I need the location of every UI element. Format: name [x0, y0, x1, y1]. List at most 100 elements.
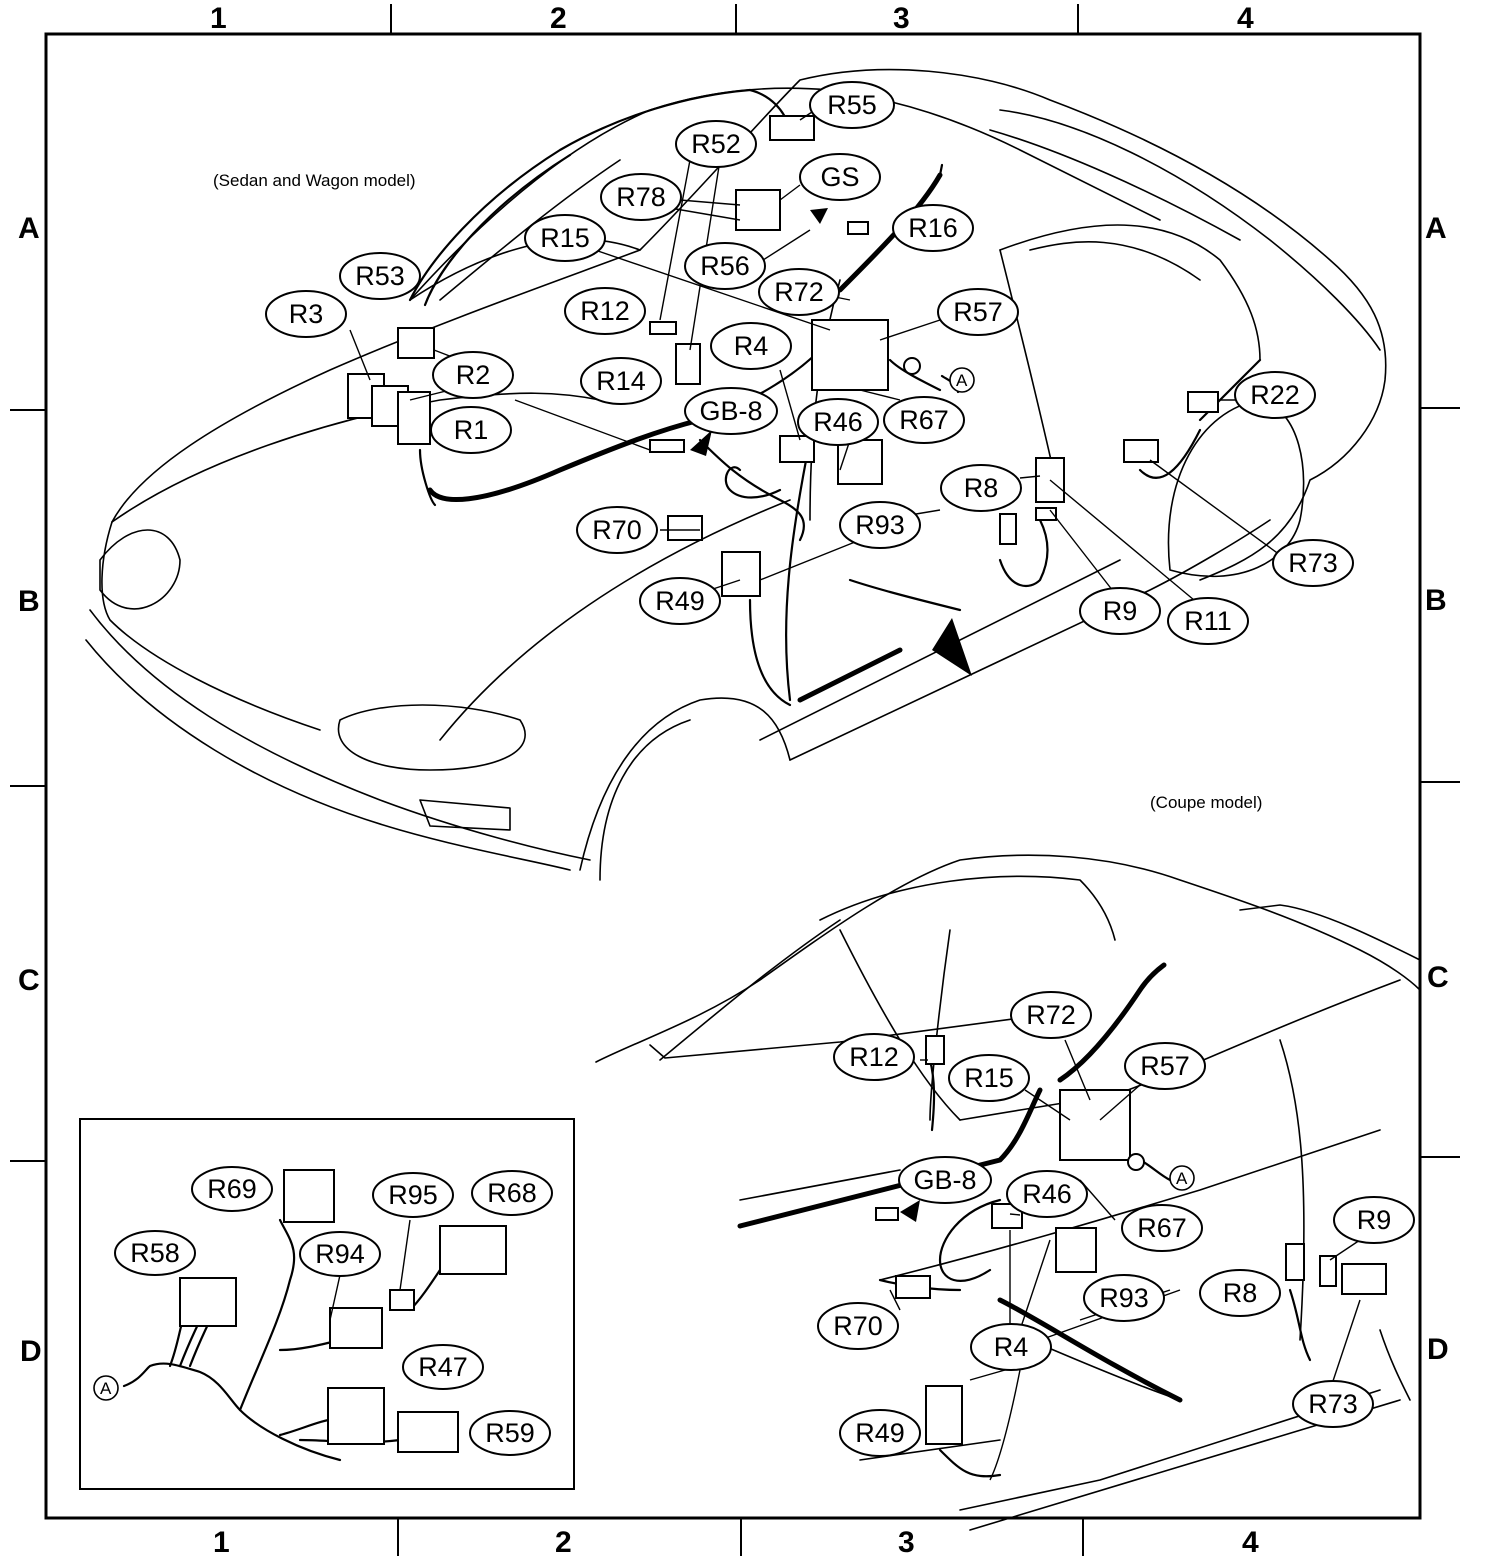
label-bubble-r78: R78	[600, 173, 682, 221]
grid-row-label: A	[18, 212, 40, 245]
ground-marker-a-inset	[93, 1375, 119, 1401]
label-text: R70	[592, 515, 642, 545]
label-text: R93	[1099, 1283, 1149, 1313]
connector-r12	[925, 1035, 945, 1065]
label-text: R4	[994, 1332, 1029, 1362]
label-bubble-r2: R2	[432, 351, 514, 399]
connector-r73	[1341, 1263, 1387, 1295]
label-bubble-r69: R69	[191, 1166, 273, 1212]
label-bubble-r46: R46	[1006, 1170, 1088, 1218]
label-text: R49	[655, 586, 705, 616]
grid-col-label: 1	[213, 1526, 230, 1559]
label-text: R46	[1022, 1179, 1072, 1209]
label-text: R47	[418, 1352, 468, 1382]
label-text: R57	[953, 297, 1003, 327]
connector-r70	[895, 1275, 931, 1299]
label-bubble-r11: R11	[1167, 597, 1249, 645]
connector-r73	[1123, 439, 1159, 463]
grid-col-label: 2	[555, 1526, 572, 1559]
label-bubble-r1: R1	[430, 406, 512, 454]
label-bubble-r9: R9	[1333, 1196, 1415, 1244]
label-bubble-r46: R46	[797, 398, 879, 446]
sedan-leader-lines	[349, 111, 1281, 606]
label-bubble-r12: R12	[833, 1033, 915, 1081]
label-bubble-r8: R8	[940, 464, 1022, 512]
label-text: R49	[855, 1418, 905, 1448]
connector-r9	[999, 513, 1017, 545]
label-bubble-r72: R72	[758, 268, 840, 316]
ground-point	[1127, 1153, 1145, 1171]
grid-row-label: C	[1427, 961, 1449, 994]
label-bubble-r16: R16	[892, 204, 974, 252]
label-bubble-r8: R8	[1199, 1269, 1281, 1317]
ground-arrow-icon	[690, 430, 712, 456]
label-bubble-r93: R93	[839, 501, 921, 549]
label-bubble-r53: R53	[339, 252, 421, 300]
label-text: R58	[130, 1238, 180, 1268]
label-bubble-r4: R4	[710, 322, 792, 370]
label-text: R2	[456, 360, 491, 390]
grid-col-label: 1	[210, 2, 227, 35]
grid-row-label: B	[1425, 584, 1447, 617]
label-bubble-r22: R22	[1234, 371, 1316, 419]
connector-r72	[1059, 1089, 1131, 1161]
label-text: GB-8	[699, 396, 762, 426]
label-text: R8	[964, 473, 999, 503]
label-text: R56	[700, 251, 750, 281]
sedan-harness	[408, 88, 1262, 707]
label-bubble-r49: R49	[839, 1409, 921, 1457]
connector-r22	[1187, 391, 1219, 413]
label-bubble-r47: R47	[402, 1344, 484, 1390]
label-bubble-r70: R70	[576, 506, 658, 554]
connector-r59	[397, 1411, 459, 1453]
label-text: R11	[1184, 606, 1232, 636]
connector-r14	[675, 343, 701, 385]
label-text: R95	[388, 1180, 438, 1210]
grid-row-labels-left: A B C D	[18, 212, 42, 1368]
label-text: R52	[691, 129, 741, 159]
grid-col-label: 3	[898, 1526, 915, 1559]
label-text: R67	[899, 405, 949, 435]
label-bubble-r94: R94	[299, 1231, 381, 1277]
label-text: R14	[596, 366, 646, 396]
connector-r46	[779, 435, 815, 463]
label-text: GS	[820, 162, 859, 192]
label-text: R9	[1103, 596, 1138, 626]
label-bubble-r9: R9	[1079, 587, 1161, 635]
ground-marker-a-coupe: A	[1169, 1165, 1195, 1191]
connector-r67	[1055, 1227, 1097, 1273]
connector-r58	[179, 1277, 237, 1327]
label-text: R16	[908, 213, 958, 243]
connector-r69	[283, 1169, 335, 1223]
label-text: R15	[964, 1063, 1014, 1093]
connector-r1	[397, 391, 431, 445]
connector-r53	[397, 327, 435, 359]
label-text: R70	[833, 1311, 883, 1341]
label-bubble-r95: R95	[372, 1172, 454, 1218]
label-bubble-r55: R55	[809, 81, 895, 129]
label-text: R78	[616, 182, 666, 212]
label-bubble-r56: R56	[684, 242, 766, 290]
connector-r9	[1319, 1255, 1337, 1287]
ground-marker-label: A	[956, 371, 968, 390]
label-text: R73	[1308, 1389, 1358, 1419]
label-bubble-r14: R14	[580, 357, 662, 405]
label-bubble-r15: R15	[948, 1054, 1030, 1102]
label-text: R68	[487, 1178, 537, 1208]
label-bubble-r67: R67	[1121, 1204, 1203, 1252]
label-text: R1	[454, 415, 489, 445]
label-bubble-r59: R59	[469, 1410, 551, 1456]
label-text: R15	[540, 223, 590, 253]
grid-column-labels-top: 1 2 3 4	[210, 2, 1254, 35]
label-text: R9	[1357, 1205, 1392, 1235]
connector-r67	[837, 439, 883, 485]
coupe-connectors	[875, 1035, 1387, 1445]
caption-coupe: (Coupe model)	[1150, 793, 1262, 812]
label-bubble-r67: R67	[883, 396, 965, 444]
ground-point	[903, 357, 921, 375]
label-text: R53	[355, 261, 405, 291]
label-bubble-gs: GS	[799, 153, 881, 201]
connector-r70	[667, 515, 703, 541]
label-bubble-r68: R68	[471, 1170, 553, 1216]
